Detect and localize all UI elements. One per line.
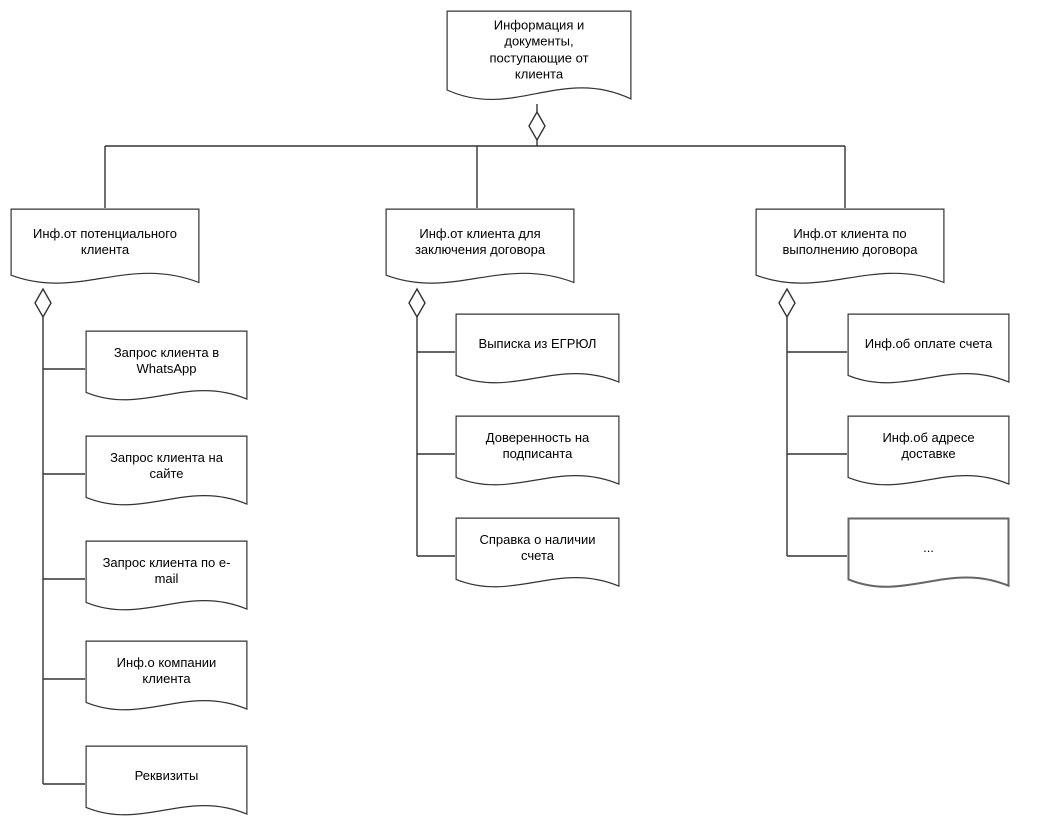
node-label: Запрос клиента на сайте (110, 449, 223, 482)
document-shape-outline (455, 415, 620, 486)
node-label: Запрос клиента в WhatsApp (113, 344, 220, 377)
node-branch-potential-client[interactable]: Инф.от потенциального клиента (10, 208, 200, 292)
node-label: Инф.о компании клиента (116, 654, 217, 687)
node-label: Запрос клиента по e-mail (102, 554, 231, 587)
document-shape-outline (85, 745, 248, 816)
document-shape-outline (446, 10, 632, 100)
document-shape-outline (85, 640, 248, 711)
aggregation-diamond-icon (778, 287, 796, 319)
node-request-whatsapp[interactable]: Запрос клиента в WhatsApp (85, 330, 248, 408)
node-egrul-extract[interactable]: Выписка из ЕГРЮЛ (455, 313, 620, 391)
node-label: Информация и документы, поступающие от к… (489, 17, 589, 82)
node-label: Доверенность на подписанта (485, 429, 590, 462)
aggregation-diamond-icon (408, 287, 426, 319)
document-shape-outline (85, 540, 248, 611)
document-shape-outline (85, 435, 248, 506)
node-label: ... (923, 540, 934, 556)
node-ellipsis-placeholder[interactable]: ... (847, 517, 1010, 595)
node-power-of-attorney[interactable]: Доверенность на подписанта (455, 415, 620, 493)
node-label: Инф.об оплате счета (864, 336, 993, 352)
node-label: Справка о наличии счета (479, 531, 596, 564)
node-request-email[interactable]: Запрос клиента по e-mail (85, 540, 248, 618)
document-shape-outline (10, 208, 200, 284)
document-shape-outline (455, 517, 620, 588)
document-shape-outline (755, 208, 945, 284)
node-request-website[interactable]: Запрос клиента на сайте (85, 435, 248, 513)
aggregation-diamond-icon (34, 287, 52, 319)
node-account-certificate[interactable]: Справка о наличии счета (455, 517, 620, 595)
node-label: Инф.от клиента по выполнению договора (782, 225, 918, 257)
node-branch-contract-execution[interactable]: Инф.от клиента по выполнению договора (755, 208, 945, 292)
node-branch-contract-conclusion[interactable]: Инф.от клиента для заключения договора (385, 208, 575, 292)
node-label: Выписка из ЕГРЮЛ (478, 336, 597, 352)
document-shape-outline (847, 517, 1010, 588)
node-label: Инф.об адресе доставке (882, 429, 975, 462)
node-label: Реквизиты (134, 768, 199, 784)
document-shape-outline (385, 208, 575, 284)
aggregation-diamond-icon (528, 110, 546, 142)
document-shape-outline (85, 330, 248, 401)
node-label: Инф.от потенциального клиента (33, 225, 177, 257)
node-root[interactable]: Информация и документы, поступающие от к… (446, 10, 632, 110)
node-payment-info[interactable]: Инф.об оплате счета (847, 313, 1010, 391)
document-shape-outline (847, 313, 1010, 384)
document-shape-outline (455, 313, 620, 384)
node-delivery-address-info[interactable]: Инф.об адресе доставке (847, 415, 1010, 493)
node-label: Инф.от клиента для заключения договора (414, 225, 546, 257)
node-requisites[interactable]: Реквизиты (85, 745, 248, 823)
document-shape-outline (847, 415, 1010, 486)
node-company-info[interactable]: Инф.о компании клиента (85, 640, 248, 718)
